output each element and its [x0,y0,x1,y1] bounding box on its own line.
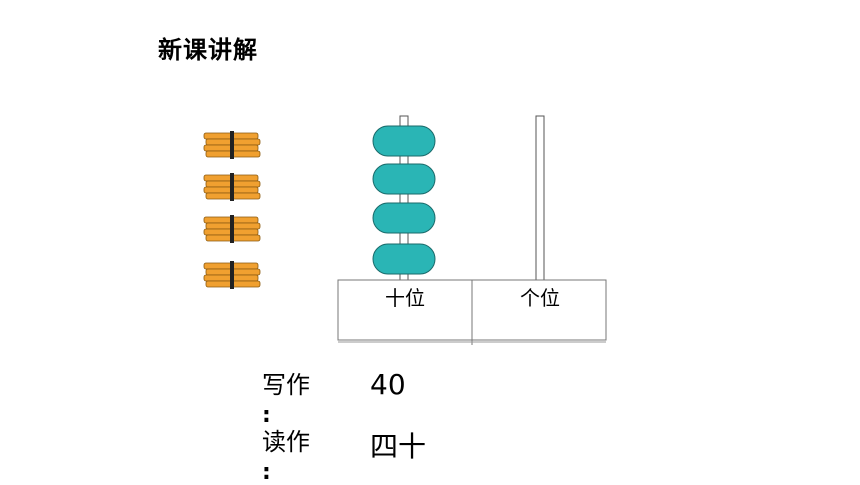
ones-place-label: 个位 [520,286,560,310]
abacus [337,115,607,345]
write-colon: : [262,403,271,428]
read-label: 读作 [262,428,310,456]
read-value: 四十 [370,430,427,463]
tens-place-label: 十位 [385,286,425,310]
read-colon: : [262,460,271,485]
tens-bead-1 [372,125,436,157]
stick-bundle-1 [203,131,261,159]
tens-bead-3 [372,202,436,234]
stick-bundle-2 [203,173,261,201]
ones-rod [535,115,545,281]
stick-bundle-4 [203,261,261,289]
tens-bead-2 [372,163,436,195]
stick-bundle-3 [203,215,261,243]
write-label: 写作 [262,371,310,399]
slide-title: 新课讲解 [158,36,258,64]
write-value: 40 [370,368,406,401]
tens-bead-4 [372,243,436,275]
